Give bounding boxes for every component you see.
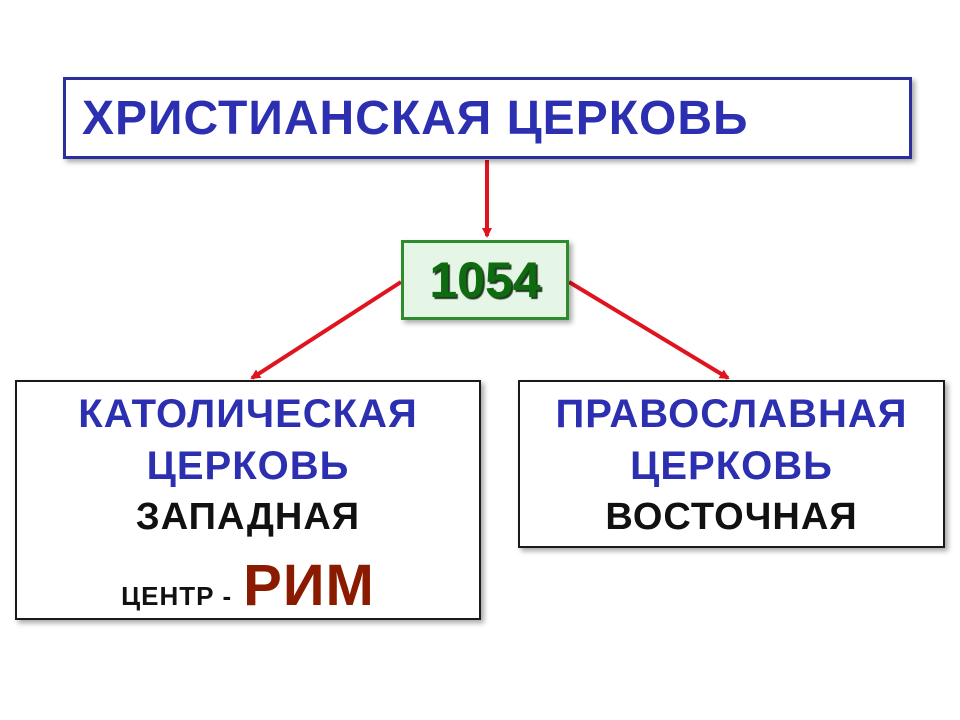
- center-row: ЦЕНТР - РИМ: [17, 552, 479, 619]
- catholic-church-word: ЦЕРКОВЬ: [146, 444, 350, 488]
- schism-year: 1054: [429, 252, 541, 308]
- orthodox-church-box: ПРАВОСЛАВНАЯ ЦЕРКОВЬ ВОСТОЧНАЯ: [518, 380, 945, 548]
- western-label: ЗАПАДНАЯ: [135, 496, 361, 538]
- arrow-year-to-catholic: [250, 280, 403, 380]
- center-label: ЦЕНТР: [121, 581, 215, 611]
- orthodox-church-word: ЦЕРКОВЬ: [630, 444, 833, 488]
- orthodox-label: ПРАВОСЛАВНАЯ: [555, 392, 908, 436]
- eastern-label: ВОСТОЧНАЯ: [605, 496, 858, 538]
- christian-church-title: ХРИСТИАНСКАЯ ЦЕРКОВЬ: [82, 91, 749, 145]
- center-dash: -: [222, 581, 232, 611]
- christian-church-box: ХРИСТИАНСКАЯ ЦЕРКОВЬ: [63, 77, 912, 159]
- catholic-church-box: КАТОЛИЧЕСКАЯ ЦЕРКОВЬ ЗАПАДНАЯ ЦЕНТР - РИ…: [15, 380, 481, 620]
- arrow-year-to-orthodox: [567, 280, 730, 380]
- catholic-label: КАТОЛИЧЕСКАЯ: [78, 392, 418, 436]
- schism-year-box: 1054: [401, 240, 569, 320]
- rome-label: РИМ: [243, 553, 375, 618]
